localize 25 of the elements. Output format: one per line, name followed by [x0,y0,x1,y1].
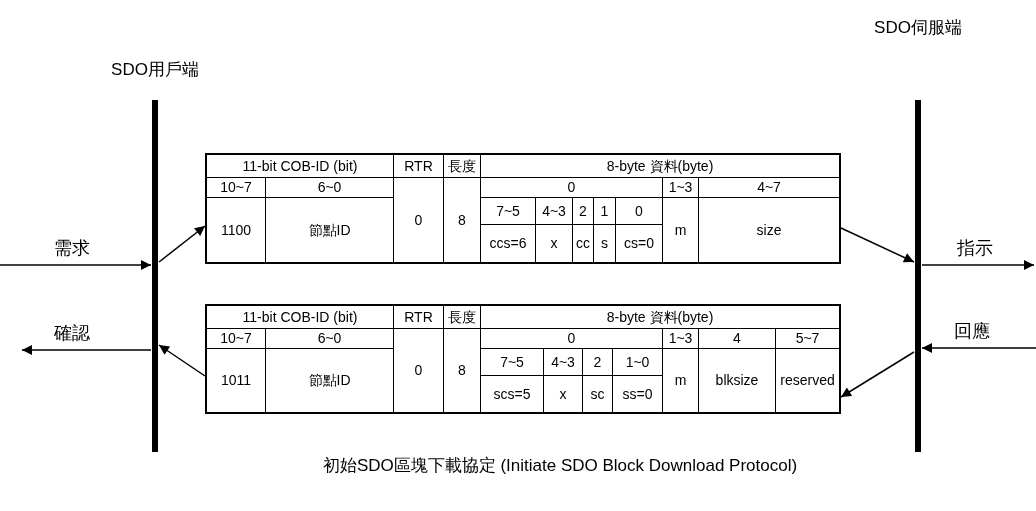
arrow [840,351,915,398]
diagram-caption: 初始SDO區塊下載協定 (Initiate SDO Block Download Protocol) [321,455,799,476]
table-cell: 8-byte 資料(byte) [480,154,840,178]
lifeline-heading: SDO用戶端 [110,60,200,80]
table-cell: 1100 [206,197,266,263]
edge-label: 需求 [52,236,92,260]
table-cell: 11-bit COB-ID (bit) [206,154,394,178]
lifeline-heading: SDO伺服端 [873,18,963,38]
arrow [921,260,1035,270]
arrow [21,345,152,355]
message-frame [206,305,840,413]
edge-label: 回應 [952,319,992,343]
edge-label: 確認 [52,321,92,345]
edge-label: 指示 [955,236,995,260]
arrow [840,227,915,263]
table-cell: size [698,197,840,263]
table-cell: 8-byte 資料(byte) [480,305,840,329]
table-cell: reserved [775,348,840,413]
message-frame [206,154,840,263]
table-cell: 1011 [206,348,266,413]
arrow [921,343,1036,353]
arrow [158,225,206,263]
table-cell: 11-bit COB-ID (bit) [206,305,394,329]
arrow [158,344,206,377]
arrow [0,260,152,270]
